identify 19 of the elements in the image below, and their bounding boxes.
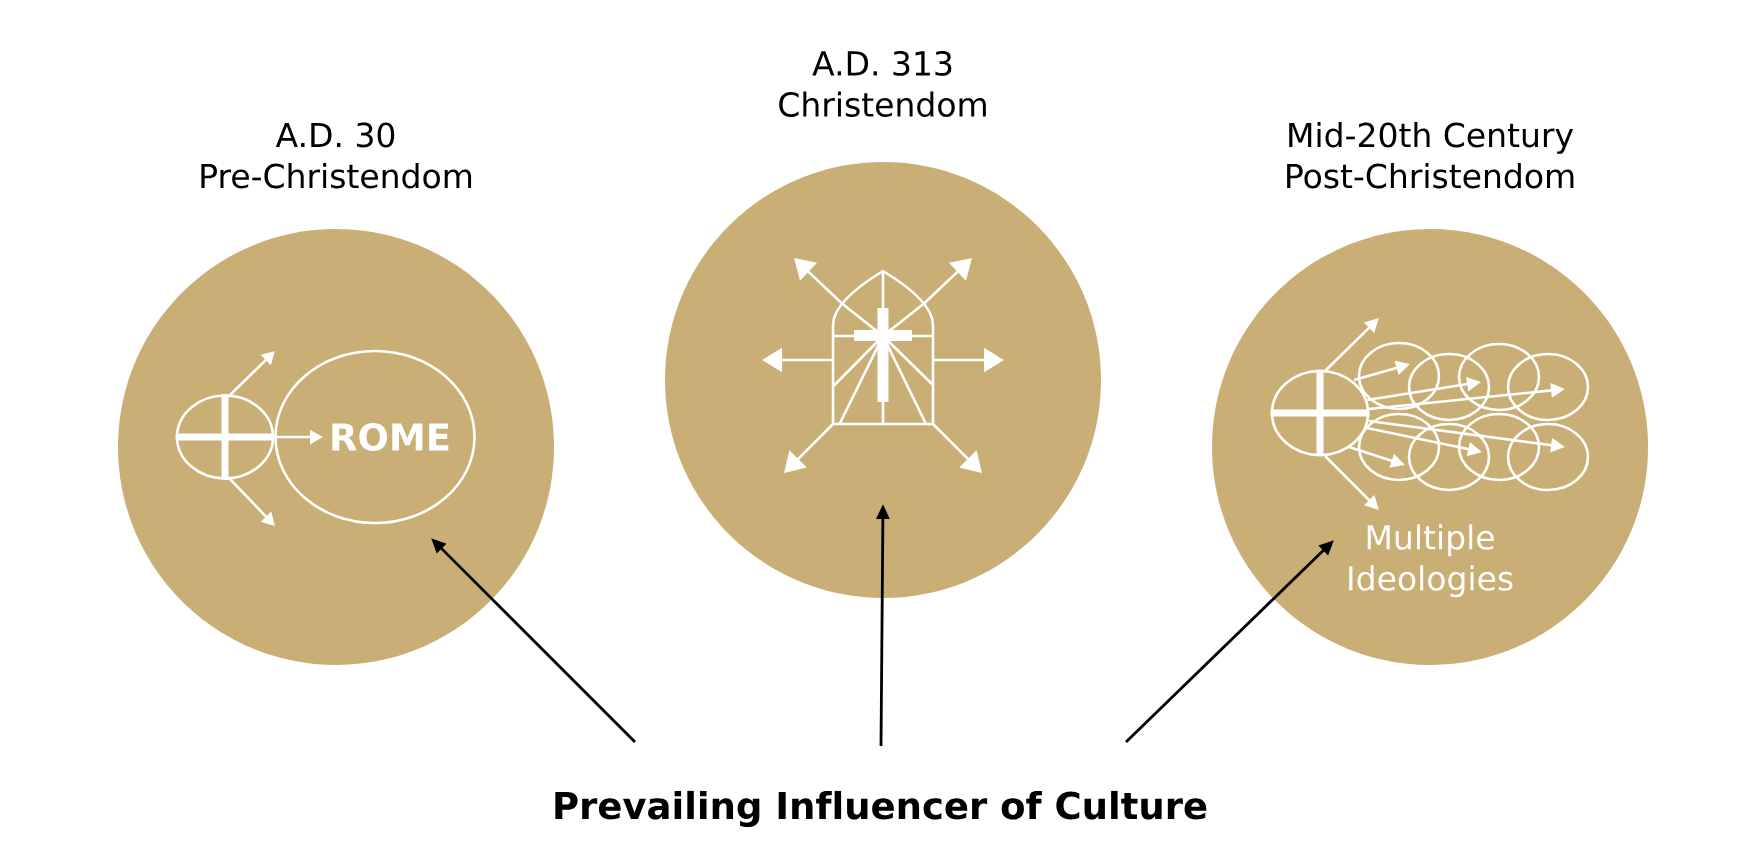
- date-heading: A.D. 30: [275, 122, 395, 148]
- arrow: [1324, 318, 1379, 372]
- date-heading: A.D. 313: [812, 50, 952, 76]
- date-heading: Mid-20th Century: [1289, 121, 1574, 154]
- circle-caption: Multiple Ideologies: [1349, 524, 1513, 598]
- footer-label: Prevailing Influencer of Culture: [555, 790, 1207, 827]
- arrow: [794, 258, 843, 305]
- arrow: [784, 423, 834, 473]
- era-heading: Post-Christendom: [1287, 162, 1574, 189]
- arrow: [923, 258, 972, 305]
- cross-ellipse: [1270, 369, 1370, 457]
- arrow: [228, 477, 275, 526]
- era-heading: Pre-Christendom: [201, 162, 472, 189]
- era-heading: Christendom: [779, 91, 986, 117]
- arrow: [1324, 455, 1379, 510]
- church-window: [831, 269, 935, 426]
- arrow: [228, 351, 275, 397]
- arrow: [932, 423, 982, 473]
- ellipse-cluster-drawing: [1357, 341, 1590, 492]
